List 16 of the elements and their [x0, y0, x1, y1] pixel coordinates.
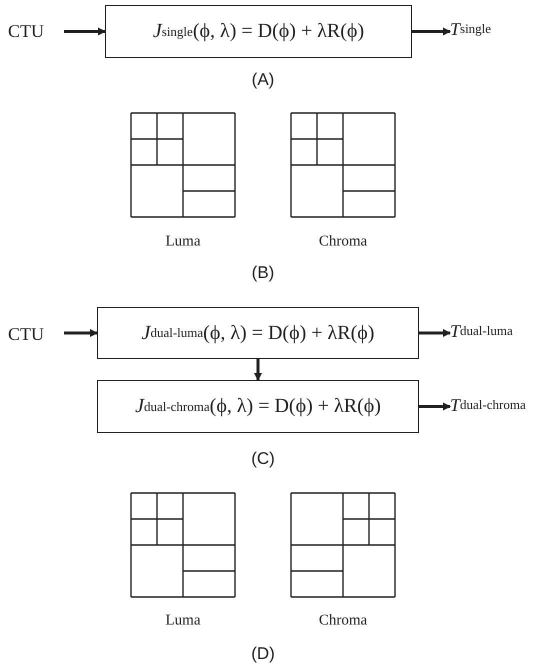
- input-label: CTU: [8, 321, 56, 347]
- caption: Chroma: [318, 234, 368, 250]
- arrow: [419, 402, 451, 410]
- input-label: CTU: [8, 18, 56, 44]
- caption: Luma: [166, 612, 200, 630]
- panel-label: (B): [252, 263, 274, 283]
- arrow: [412, 28, 451, 36]
- arrow: [64, 28, 106, 36]
- arrow: [419, 329, 451, 337]
- panel-label: (C): [251, 449, 275, 469]
- panel-label: (D): [251, 644, 275, 664]
- caption: Luma: [166, 234, 200, 250]
- arrow: [254, 359, 262, 381]
- panel-label: (A): [252, 70, 274, 90]
- arrow: [64, 329, 98, 337]
- caption: Chroma: [318, 612, 368, 630]
